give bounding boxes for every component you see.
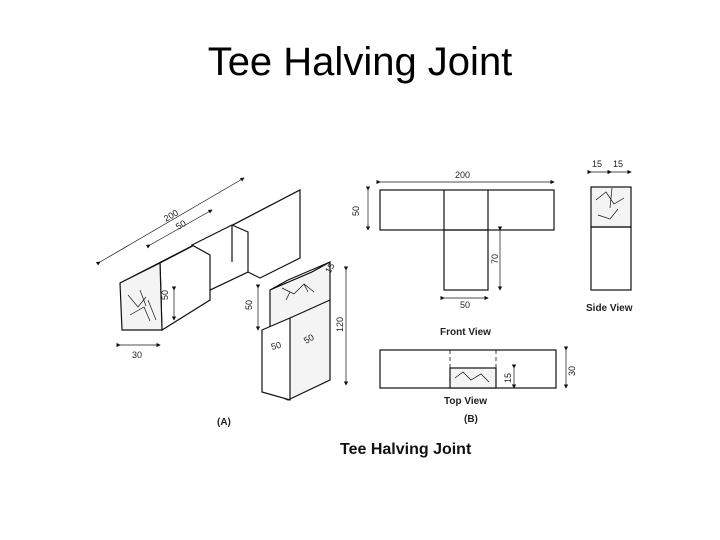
dim-200-front: 200	[455, 170, 470, 180]
dim-15-side-b: 15	[613, 159, 623, 169]
dim-50-front-width: 50	[460, 300, 470, 310]
end-grain-texture	[127, 289, 157, 322]
dim-50-iso-stem-width: 50	[270, 340, 282, 352]
dim-50-iso-height: 50	[160, 290, 170, 300]
long-piece-end-grain	[119, 262, 163, 331]
dim-120-iso: 120	[335, 317, 345, 332]
side-view-stem	[590, 226, 632, 291]
label-side-view: Side View	[586, 303, 633, 314]
label-top-view: Top View	[444, 396, 487, 407]
front-view-crossbar	[379, 189, 555, 231]
stem-grain-texture	[281, 283, 315, 301]
front-view-stem	[443, 229, 489, 291]
dim-15-iso: 15	[323, 261, 337, 275]
dim-15-side-a: 15	[592, 159, 602, 169]
dim-15-top: 15	[503, 373, 513, 383]
top-grain-texture	[454, 371, 490, 383]
dim-50-iso-stem-depth: 50	[302, 332, 316, 346]
label-part-a: (A)	[217, 417, 231, 428]
figure-caption: Tee Halving Joint	[340, 441, 472, 458]
label-front-view: Front View	[440, 327, 491, 338]
label-part-b: (B)	[464, 414, 478, 425]
slide-title: Tee Halving Joint	[207, 40, 513, 84]
side-view-grain-block	[590, 186, 632, 228]
front-view: 200 50 70 50 Front View	[351, 170, 555, 338]
isometric-view: 200 50 50 30 50 50 50 120 15 (A)	[95, 177, 349, 428]
side-grain-texture	[595, 187, 625, 220]
top-view-notch-grain	[449, 367, 497, 389]
dim-50-iso-stem: 50	[244, 300, 254, 310]
dim-50-iso-top: 50	[174, 218, 188, 232]
dim-30-top: 30	[567, 366, 577, 376]
side-view: 15 15 Side View	[586, 159, 633, 314]
dim-50-front-height: 50	[351, 206, 361, 216]
top-view: 30 15 Top View (B)	[379, 346, 577, 425]
dim-30-iso: 30	[132, 350, 142, 360]
stem-piece-front	[261, 317, 291, 401]
dim-70-front: 70	[490, 254, 500, 264]
